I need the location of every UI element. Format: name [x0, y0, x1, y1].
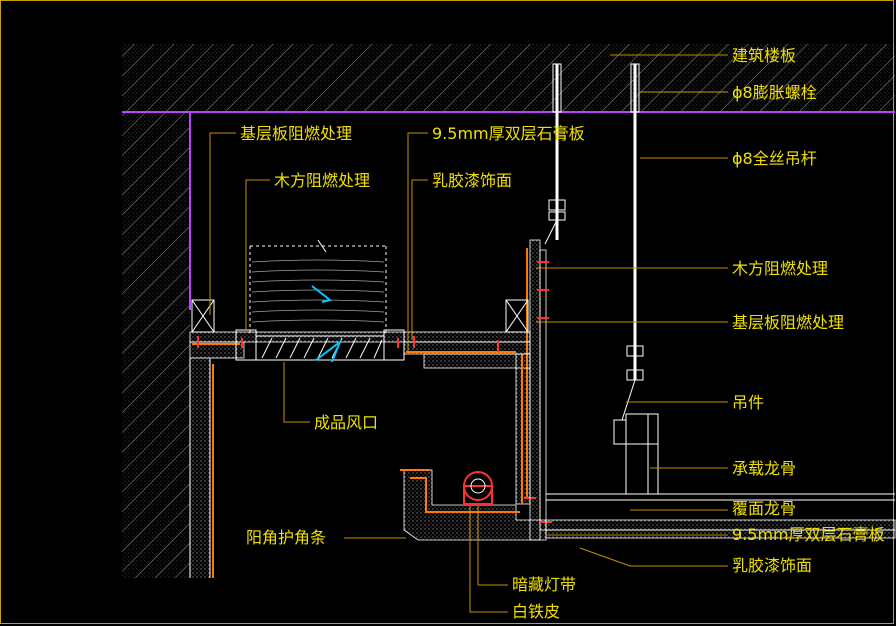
- label-latex-paint-right: 乳胶漆饰面: [732, 556, 812, 575]
- label-wood-fire-right: 木方阻燃处理: [732, 259, 828, 278]
- label-hidden-light: 暗藏灯带: [512, 575, 576, 594]
- left-wall: [122, 112, 214, 578]
- label-base-board-fire-right: 基层板阻燃处理: [732, 313, 844, 332]
- label-gypsum-board-right: 9.5mm厚双层石膏板: [732, 525, 885, 544]
- label-latex-paint-top: 乳胶漆饰面: [432, 171, 512, 190]
- label-air-vent: 成品风口: [314, 413, 378, 432]
- air-vent: [235, 239, 405, 363]
- floor-slab: [122, 44, 895, 113]
- upper-ceiling-band: [189, 299, 531, 359]
- light-trough: [400, 353, 547, 541]
- label-tinplate: 白铁皮: [512, 602, 560, 621]
- label-hanger: 吊件: [732, 393, 764, 412]
- cover-keel: [546, 493, 895, 501]
- label-corner-guard: 阳角护角条: [246, 528, 326, 547]
- label-base-board-fire-left: 基层板阻燃处理: [240, 124, 352, 143]
- leader-lines: [209, 54, 728, 613]
- label-threaded-rod: ϕ8全丝吊杆: [732, 149, 817, 168]
- label-cover-keel: 覆面龙骨: [732, 499, 796, 518]
- label-expansion-bolt: ϕ8膨胀螺栓: [732, 83, 817, 102]
- label-wood-fire-left: 木方阻燃处理: [274, 171, 370, 190]
- hanger-assembly: [613, 379, 659, 495]
- label-gypsum-board-top: 9.5mm厚双层石膏板: [432, 124, 585, 143]
- threaded-rod-right: [626, 63, 644, 381]
- threaded-rod-left: [544, 63, 566, 245]
- label-main-keel: 承载龙骨: [732, 459, 796, 478]
- label-floor-slab: 建筑楼板: [732, 46, 796, 65]
